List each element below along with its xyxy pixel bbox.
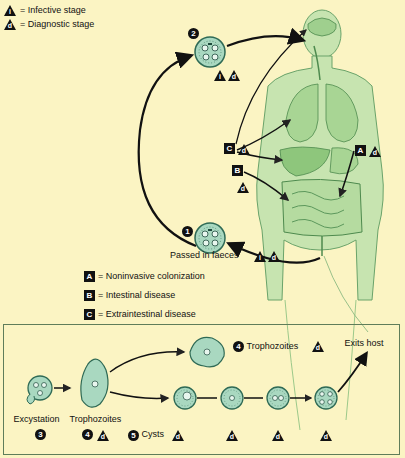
stage-marker: d [320,430,332,441]
legend-text: = Infective stage [20,5,86,16]
stage-caption: Cysts [142,429,165,440]
stage-marker: i [214,70,226,81]
stage-marker: d [97,430,109,441]
stage-marker: d [226,430,238,441]
stage-marker: d [228,70,240,81]
disease-marker: B [232,165,243,176]
legend-text: = Noninvasive colonization [98,271,205,282]
disease-marker: C [224,143,235,154]
legend-text: = Extraintestinal disease [98,309,196,320]
step-number: 4 [82,429,93,440]
step-number: 1 [182,226,193,237]
inset-panel: ExcystationTrophozoitesTrophozoitesCysts… [3,324,400,455]
step-number: 5 [128,430,139,441]
disease-marker: B [84,290,95,301]
stage-caption: Trophozoites [70,414,122,425]
disease-marker: A [84,271,95,282]
step-number: 3 [35,429,46,440]
disease-marker: A [355,145,366,156]
stage-caption: Excystation [14,414,60,425]
stage-marker: d [4,19,16,30]
stage-marker: i [4,5,16,16]
step-number: 4 [233,341,244,352]
stage-caption: Exits host [345,338,384,349]
stage-caption: Trophozoites [247,341,299,352]
stage-marker: d [272,430,284,441]
step-number: 2 [188,28,199,39]
stage-caption: Passed in faeces [170,250,239,261]
disease-marker: C [84,309,95,320]
legend-text: = Diagnostic stage [20,19,94,30]
legend-text: = Intestinal disease [98,290,175,301]
stage-marker: d [172,430,184,441]
stage-marker: d [237,182,249,193]
stage-marker: d [312,341,324,352]
